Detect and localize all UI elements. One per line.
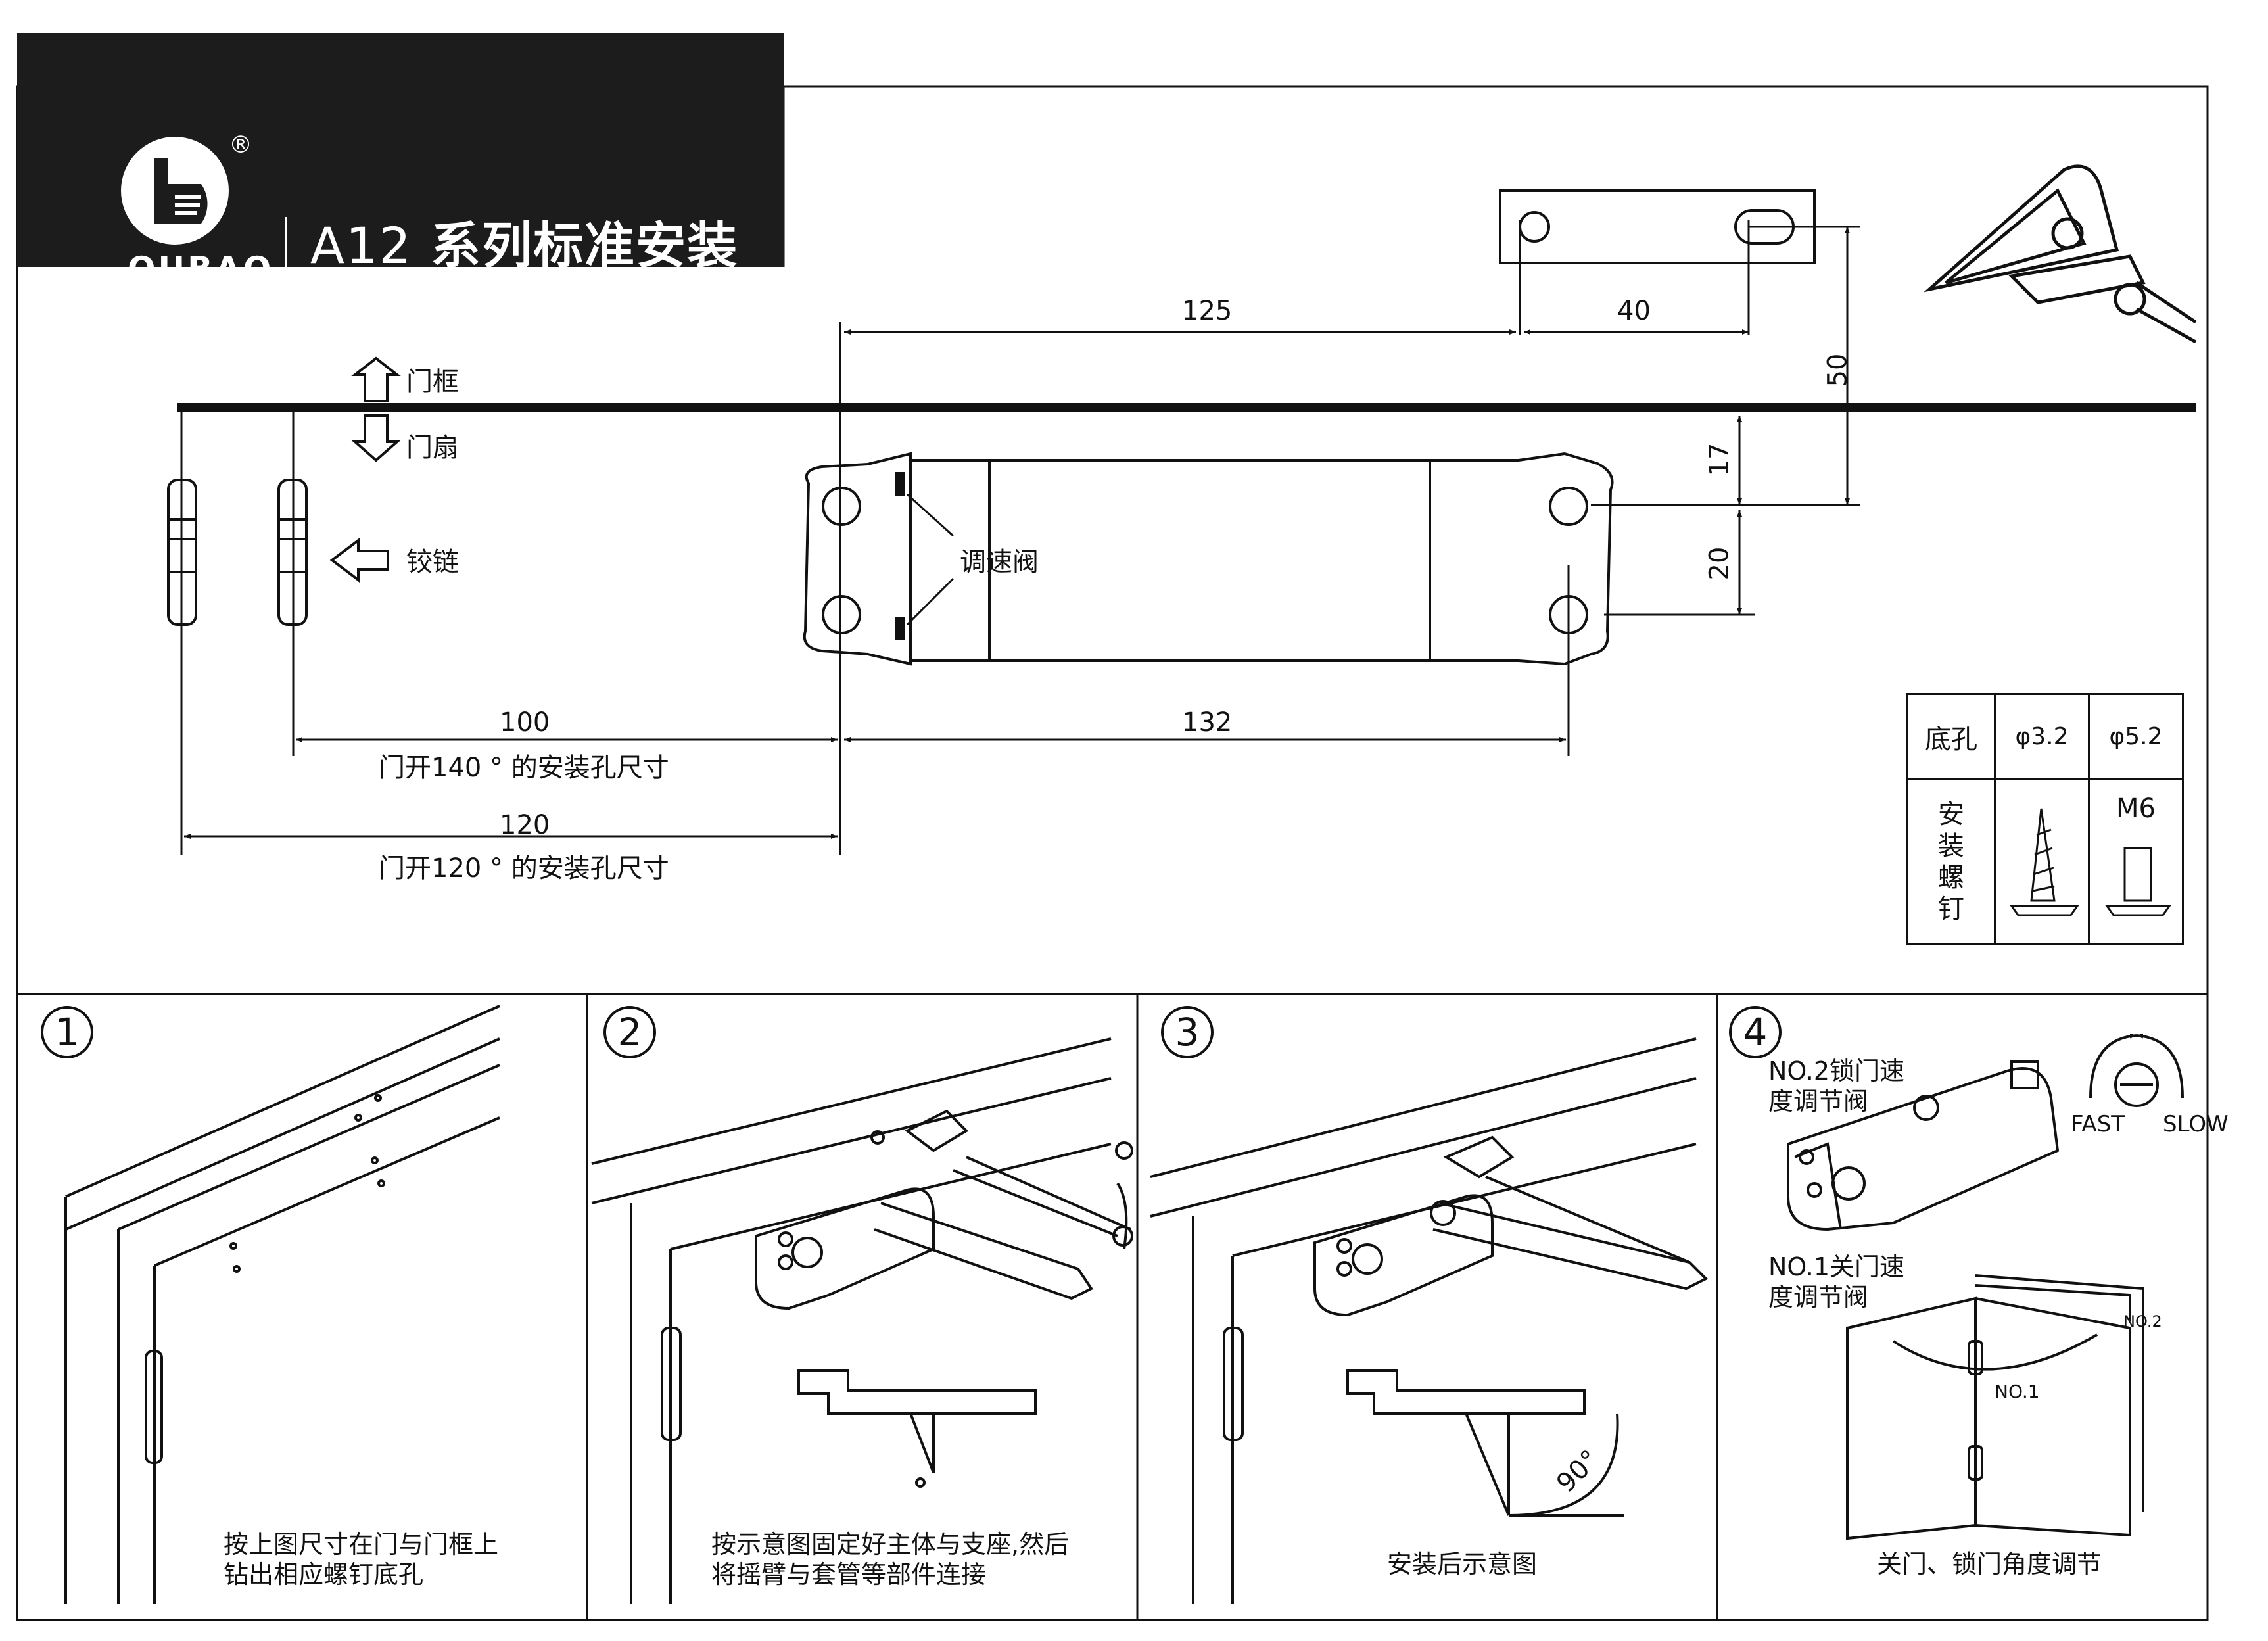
step2-caption-line1: 按示意图固定好主体与支座,然后 (711, 1530, 1070, 1559)
valve1-label: NO.1关门速 度调节阀 (1768, 1252, 1904, 1312)
step3-number: 3 (1161, 1006, 1214, 1058)
hinge-icons (167, 479, 308, 626)
speed-valve-label: 调速阀 (960, 547, 1039, 577)
no2-label: NO.2 (2123, 1312, 2162, 1331)
dia1: φ3.2 (1994, 693, 2090, 780)
step3-installed-illustration (1150, 1037, 1709, 1604)
dim-50: 50 (1822, 353, 1853, 387)
model-number: A12 (310, 216, 412, 275)
step1-caption: 按上图尺寸在门与门框上 钻出相应螺钉底孔 (224, 1529, 498, 1590)
step2-assembly-illustration (591, 1037, 1133, 1604)
dim-125: 125 (1182, 296, 1233, 326)
dia2: φ5.2 (2088, 693, 2184, 780)
hinge-label: 铰链 (406, 547, 459, 577)
door-frame-label: 门框 (406, 367, 459, 397)
dim-120: 120 (500, 810, 550, 840)
dim-40: 40 (1617, 296, 1651, 326)
step4-valve-illustration (1787, 1033, 2184, 1540)
closer-arm-icon (1924, 164, 2197, 344)
step1-door-illustration (64, 1005, 500, 1604)
step1-caption-line1: 按上图尺寸在门与门框上 (224, 1530, 499, 1559)
slow-label: SLOW (2163, 1111, 2229, 1137)
oubao-logo-icon (121, 137, 229, 245)
dim-132: 132 (1182, 707, 1233, 738)
logo-text: OUBAO (128, 250, 274, 288)
fast-label: FAST (2071, 1111, 2125, 1137)
outer-frame (16, 85, 2209, 1621)
header-banner: ® OUBAO A12 系列标准安装 (17, 33, 784, 296)
step4-number: 4 (1729, 1006, 1782, 1058)
header-divider (285, 217, 287, 296)
screw-table: 底孔 φ3.2 φ5.2 安装螺钉 M6 (1906, 693, 2184, 945)
step2-number: 2 (603, 1006, 656, 1058)
no1-label: NO.1 (1995, 1381, 2040, 1402)
up-arrow-icon (351, 356, 401, 402)
left-arrow-icon (329, 538, 389, 583)
dim-100: 100 (500, 707, 550, 738)
title-text: 系列标准安装 (431, 216, 739, 275)
valve2-line1: NO.2锁门速 (1768, 1057, 1905, 1085)
wood-screw-cell (1994, 778, 2090, 945)
registered-mark: ® (229, 131, 252, 158)
valve2-line2: 度调节阀 (1768, 1087, 1869, 1116)
valve2-label: NO.2锁门速 度调节阀 (1768, 1056, 1904, 1116)
closer-body-outline (803, 452, 1614, 666)
door-leaf-label: 门扇 (406, 433, 459, 463)
step1-caption-line2: 钻出相应螺钉底孔 (224, 1560, 424, 1589)
page-title: A12 系列标准安装 (310, 205, 738, 277)
note-140: 门开140 ° 的安装孔尺寸 (379, 753, 669, 783)
valve1-line2: 度调节阀 (1768, 1283, 1869, 1312)
down-arrow-icon (351, 414, 401, 462)
step3-caption: 安装后示意图 (1387, 1550, 1538, 1579)
step1-number: 1 (41, 1006, 93, 1058)
screw-m6: M6 (2088, 778, 2184, 945)
step2-caption-line2: 将摇臂与套管等部件连接 (711, 1560, 987, 1589)
step4-caption: 关门、锁门角度调节 (1877, 1550, 2102, 1579)
step2-caption: 按示意图固定好主体与支座,然后 将摇臂与套管等部件连接 (711, 1529, 1069, 1590)
screw-label: 安装螺钉 (1906, 778, 1996, 945)
valve1-line1: NO.1关门速 (1768, 1252, 1905, 1281)
dim-17: 17 (1704, 442, 1735, 477)
note-120: 门开120 ° 的安装孔尺寸 (379, 853, 669, 884)
dim-20: 20 (1704, 546, 1735, 581)
hole-label: 底孔 (1906, 693, 1996, 780)
